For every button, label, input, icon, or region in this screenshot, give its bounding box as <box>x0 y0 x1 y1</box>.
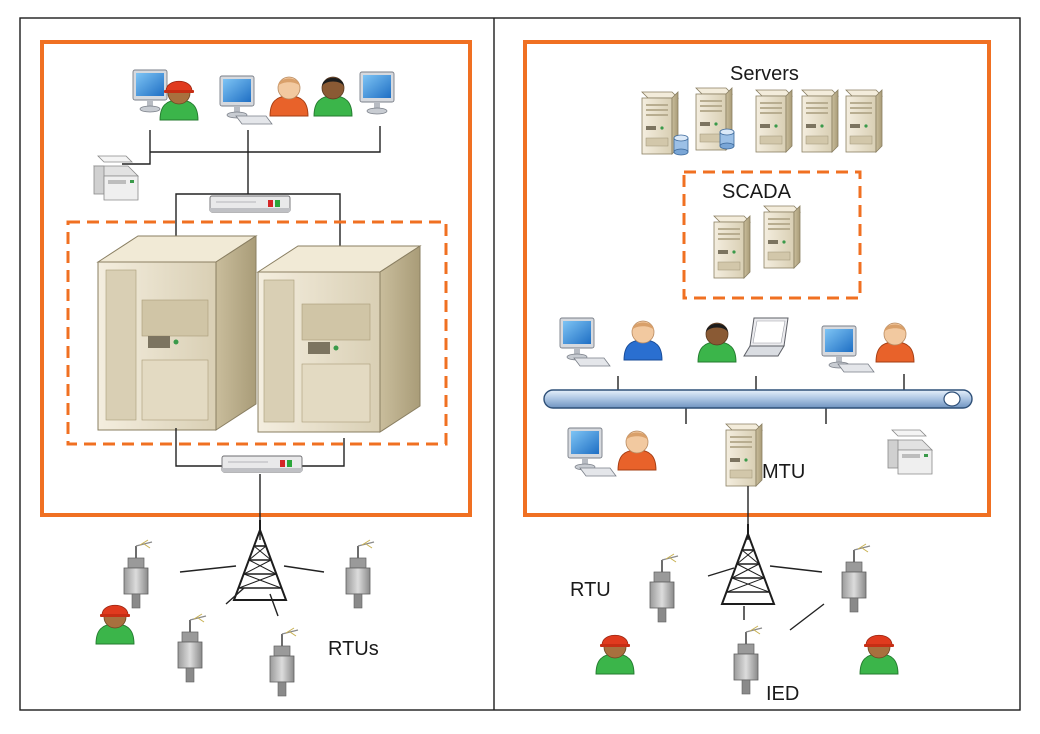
field-operator-icon <box>95 604 135 645</box>
tower-server-icon <box>763 205 801 269</box>
lan-wires <box>122 126 381 246</box>
tower-server-icon <box>801 89 839 153</box>
rtu-antenna-icon <box>841 543 871 613</box>
tower-server-icon <box>641 91 679 155</box>
rtu-antenna-icon <box>123 539 153 609</box>
rtu-label: RTU <box>570 579 611 601</box>
desktop-monitor-icon <box>559 317 595 361</box>
tower-server-icon <box>755 89 793 153</box>
desktop-monitor-icon <box>821 325 857 369</box>
operator-user-icon <box>875 322 915 363</box>
laptop-icon <box>743 317 789 357</box>
bus-drops <box>617 374 905 424</box>
rtu-antenna-icon <box>177 613 207 683</box>
rtu-antenna-icon <box>649 553 679 623</box>
tower-server-icon <box>256 245 422 433</box>
field-operator-icon <box>595 634 635 675</box>
radio-tower-icon <box>721 523 775 605</box>
keyboard-icon <box>837 363 875 373</box>
network-switch-icon <box>209 195 291 213</box>
tower-server-icon <box>845 89 883 153</box>
ied-label: IED <box>766 683 799 705</box>
scada-label: SCADA <box>722 181 792 203</box>
operator-user-icon <box>617 430 657 471</box>
right-panel: Servers SCADA MTU <box>523 40 991 705</box>
mtu-server-icon <box>725 423 763 487</box>
servers-label: Servers <box>730 63 799 85</box>
field-operator-icon <box>859 634 899 675</box>
desktop-monitor-icon <box>219 75 255 119</box>
rtu-antenna-icon <box>733 625 763 695</box>
rtus-label: RTUs <box>328 638 379 660</box>
printer-icon <box>887 429 933 475</box>
control-center-frame <box>40 40 472 517</box>
keyboard-icon <box>573 357 611 367</box>
rtu-antenna-icon <box>269 627 299 697</box>
operator-user-icon <box>623 320 663 361</box>
server-cluster-frame <box>66 220 448 446</box>
radio-tower-icon <box>233 519 287 601</box>
network-switch-icon <box>221 455 303 473</box>
control-center-frame <box>523 40 991 517</box>
left-panel: RTUs <box>40 40 472 697</box>
keyboard-icon <box>235 115 273 125</box>
network-bus-icon <box>543 389 973 409</box>
radio-links <box>179 565 325 617</box>
desktop-monitor-icon <box>359 71 395 115</box>
scada-frame <box>682 170 862 300</box>
database-icon <box>719 128 735 150</box>
database-icon <box>673 134 689 156</box>
operator-user-icon <box>313 76 353 117</box>
tower-server-icon <box>713 215 751 279</box>
operator-user-icon <box>269 76 309 117</box>
desktop-monitor-icon <box>567 427 603 471</box>
tower-server-icon <box>96 235 258 431</box>
radio-links <box>707 565 825 631</box>
desktop-monitor-icon <box>132 69 168 113</box>
mtu-label: MTU <box>762 461 805 483</box>
keyboard-icon <box>579 467 617 477</box>
printer-icon <box>93 155 139 201</box>
rtu-antenna-icon <box>345 539 375 609</box>
operator-user-icon <box>697 322 737 363</box>
outer-border <box>19 17 1021 711</box>
